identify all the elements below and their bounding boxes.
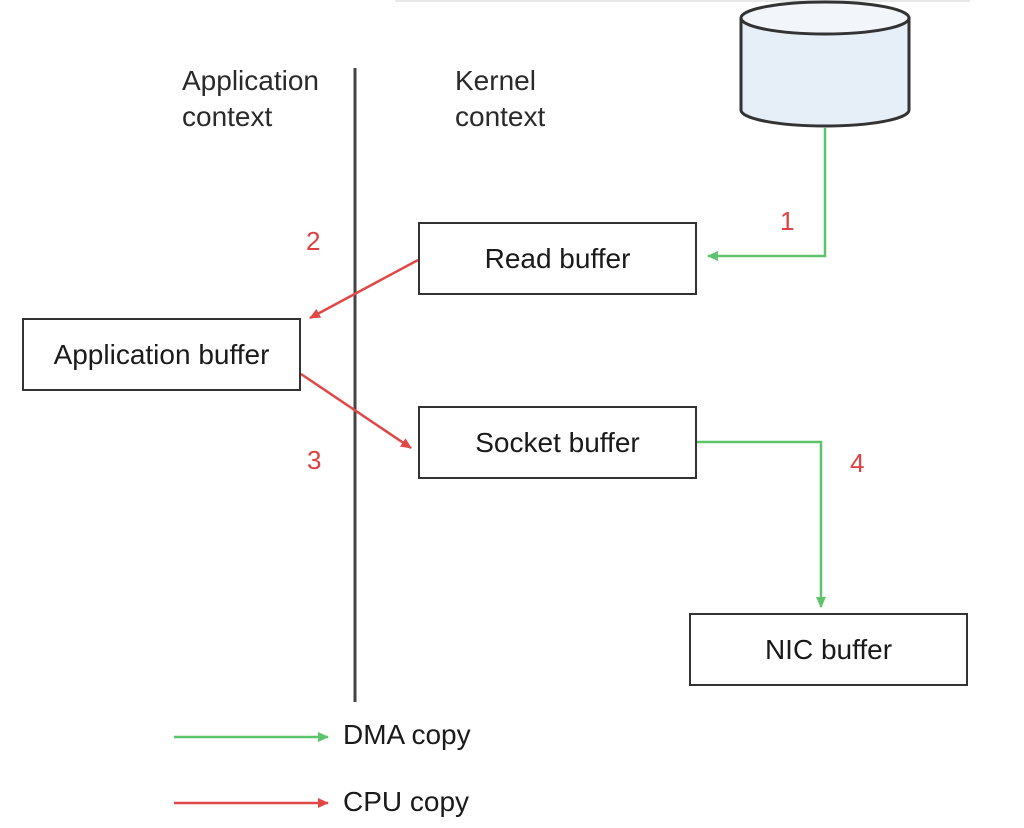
nic-buffer-box: NIC buffer xyxy=(689,613,968,686)
legend-cpu-label: CPU copy xyxy=(343,786,470,817)
arrow-dma-socket-to-nic-buffer xyxy=(697,440,826,608)
application-context-line-1: Application xyxy=(182,65,319,96)
arrow-cpu-read-to-application-buffer xyxy=(309,258,419,320)
nic-buffer-label: NIC buffer xyxy=(764,633,893,665)
kernel-context-line-2: context xyxy=(455,101,546,132)
socket-buffer-label: Socket buffer xyxy=(475,426,640,458)
step-1-label: 1 xyxy=(780,206,795,236)
step-2-label: 2 xyxy=(306,226,321,256)
step-4-label: 4 xyxy=(850,448,865,478)
legend-dma-label: DMA copy xyxy=(343,719,471,750)
kernel-context-label: Kernel context xyxy=(455,63,545,135)
top-rule xyxy=(395,0,970,2)
step-3-label: 3 xyxy=(307,445,322,475)
socket-buffer-box: Socket buffer xyxy=(418,406,697,479)
kernel-context-line-1: Kernel xyxy=(455,65,536,96)
disk-cylinder-icon xyxy=(739,0,911,128)
application-buffer-box: Application buffer xyxy=(22,318,301,391)
arrow-cpu-application-to-socket-buffer xyxy=(300,372,412,450)
application-context-label: Application context xyxy=(182,63,319,135)
arrow-dma-disk-to-read-buffer xyxy=(707,128,827,261)
application-context-line-2: context xyxy=(182,101,273,132)
read-buffer-box: Read buffer xyxy=(418,222,697,295)
read-buffer-label: Read buffer xyxy=(484,242,631,274)
application-buffer-label: Application buffer xyxy=(53,338,270,370)
